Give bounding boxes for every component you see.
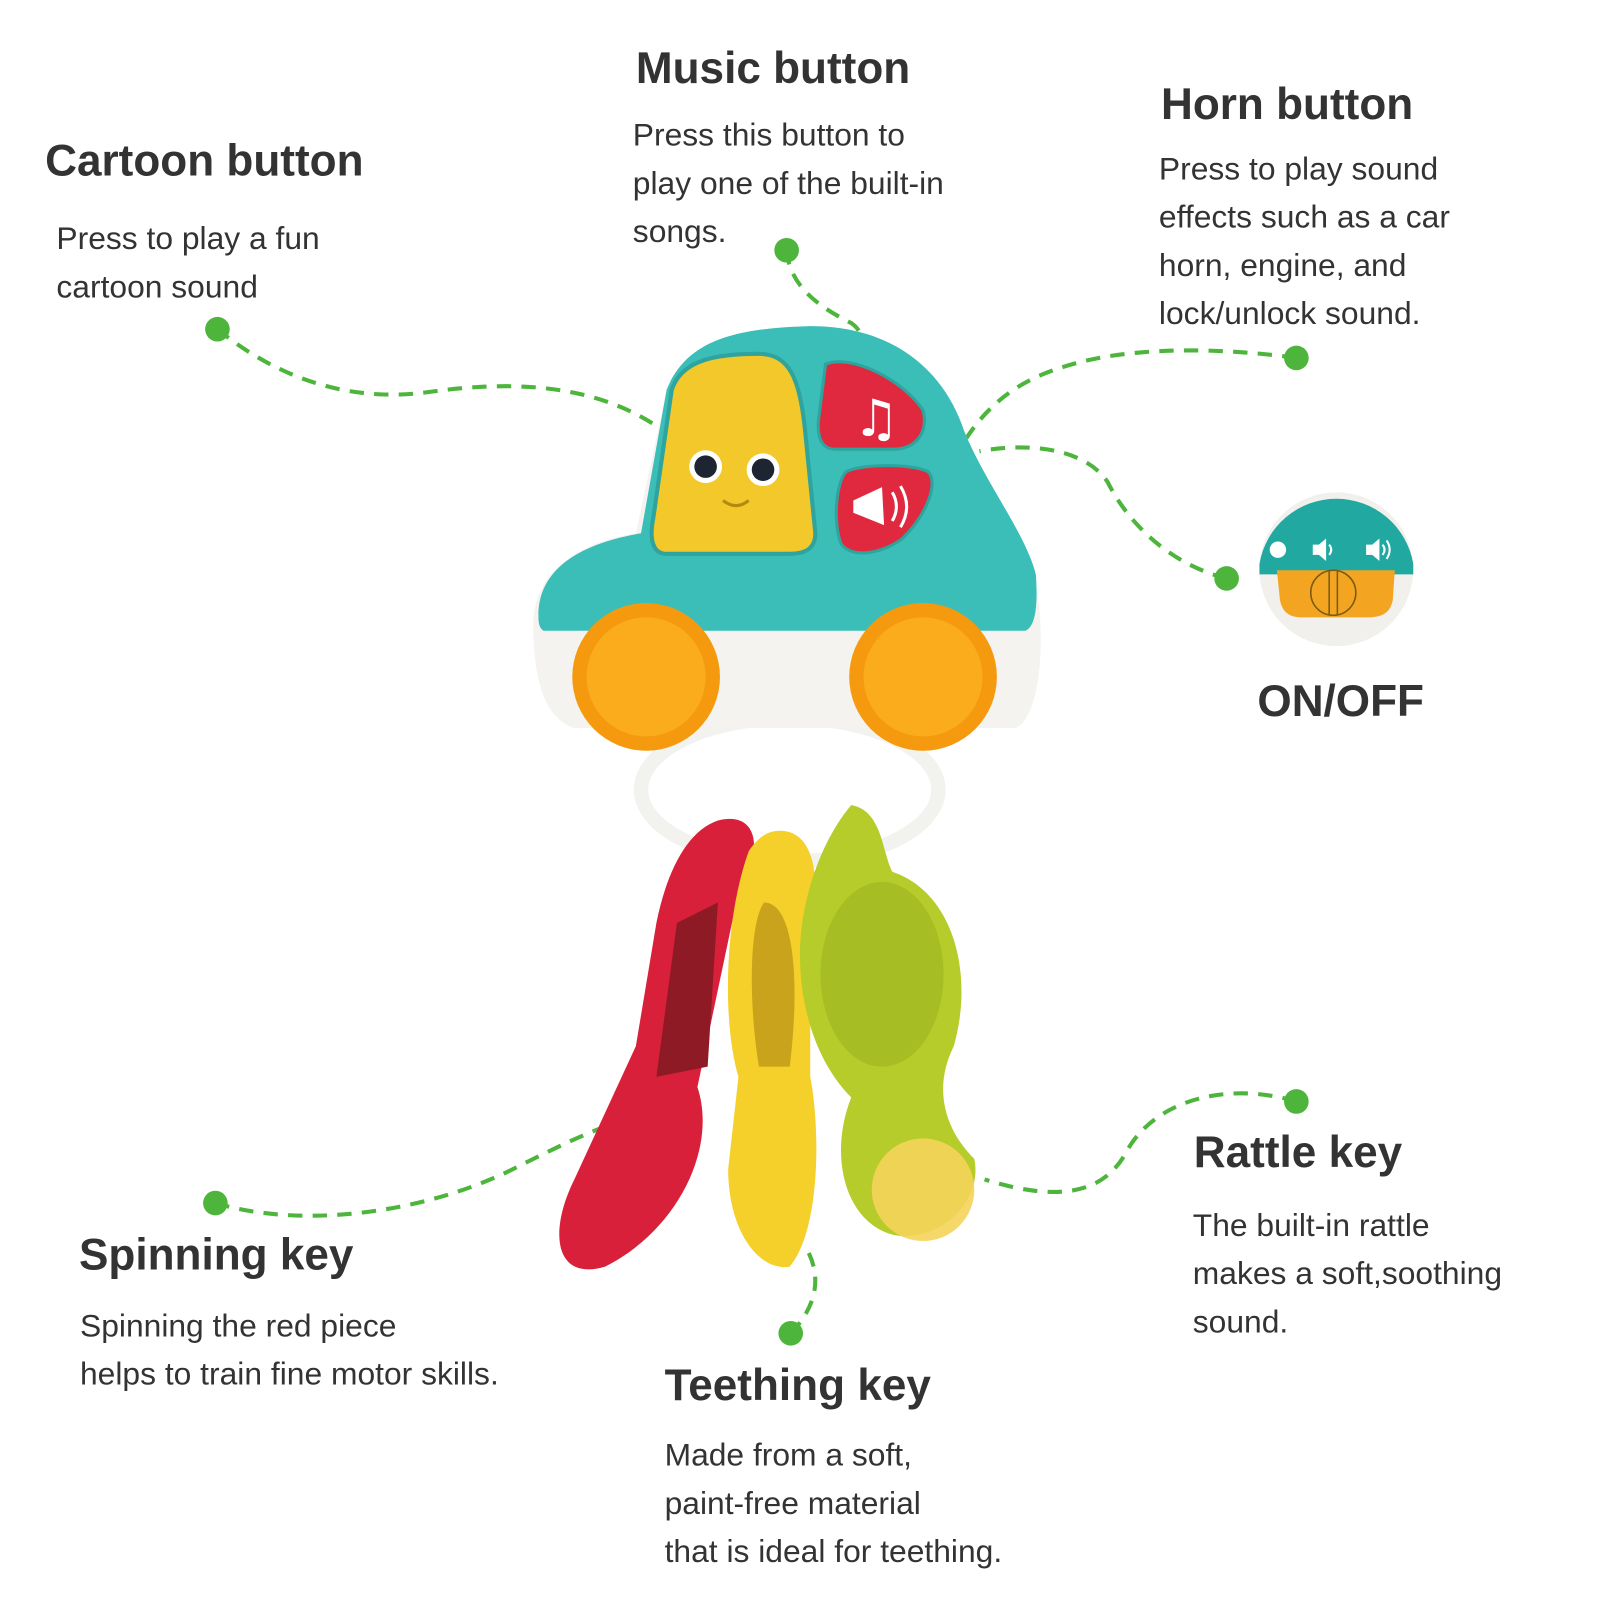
leader-music bbox=[784, 250, 871, 395]
spinning-key-red bbox=[559, 818, 755, 1270]
desc-line: sound. bbox=[1192, 1303, 1289, 1340]
leader-cartoon bbox=[216, 327, 679, 443]
desc-line: Made from a soft, bbox=[664, 1436, 912, 1473]
rattle-key-green bbox=[799, 805, 976, 1241]
spinning-description: Spinning the red piece helps to train fi… bbox=[80, 1301, 499, 1397]
music-title: Music button bbox=[635, 44, 911, 94]
desc-line: paint-free material bbox=[664, 1485, 921, 1521]
volume-low-icon bbox=[1312, 538, 1327, 562]
dot-music bbox=[774, 237, 799, 263]
cartoon-title: Cartoon button bbox=[45, 136, 364, 186]
teething-key-yellow bbox=[727, 830, 817, 1268]
desc-line: Press to play sound bbox=[1158, 150, 1439, 187]
desc-line: Press to play a fun bbox=[56, 220, 320, 257]
desc-line: makes a soft,soothing bbox=[1192, 1255, 1503, 1292]
desc-line: The built-in rattle bbox=[1192, 1207, 1430, 1244]
music-note-icon: ♫ bbox=[853, 389, 899, 449]
leader-onoff bbox=[979, 445, 1228, 581]
dot-teething bbox=[778, 1320, 804, 1346]
desc-line: effects such as a car bbox=[1158, 198, 1450, 235]
desc-line: play one of the built-in bbox=[632, 165, 944, 202]
off-indicator-icon bbox=[1269, 541, 1287, 558]
leader-spinning bbox=[214, 1121, 617, 1218]
dot-cartoon bbox=[205, 316, 230, 342]
music-description: Press this button to play one of the bui… bbox=[633, 111, 944, 256]
leader-horn bbox=[936, 348, 1297, 494]
rattle-ball bbox=[871, 1138, 975, 1241]
desc-line: that is ideal for teething. bbox=[664, 1533, 1003, 1570]
onoff-label: ON/OFF bbox=[1257, 676, 1424, 727]
dot-rattle bbox=[1284, 1089, 1309, 1114]
music-button bbox=[816, 360, 926, 451]
desc-line: Press this button to bbox=[632, 116, 905, 153]
desc-line: songs. bbox=[632, 213, 727, 250]
desc-line: helps to train fine motor skills. bbox=[79, 1355, 499, 1392]
desc-line: Spinning the red piece bbox=[79, 1307, 397, 1344]
dot-onoff bbox=[1214, 566, 1239, 591]
leader-teething bbox=[789, 1245, 818, 1335]
leader-rattle bbox=[983, 1091, 1297, 1194]
spinning-title: Spinning key bbox=[78, 1230, 354, 1280]
volume-high-icon bbox=[1366, 538, 1380, 562]
rattle-description: The built-in rattle makes a soft,soothin… bbox=[1193, 1201, 1502, 1346]
rattle-title: Rattle key bbox=[1193, 1128, 1403, 1178]
desc-line: cartoon sound bbox=[56, 268, 258, 305]
car-body: ♫ bbox=[533, 326, 1041, 751]
cartoon-button bbox=[649, 351, 818, 556]
megaphone-icon bbox=[853, 487, 885, 526]
horn-button bbox=[834, 464, 934, 555]
cartoon-description: Press to play a fun cartoon sound bbox=[56, 214, 319, 310]
onoff-switch-illustration bbox=[1253, 486, 1420, 653]
desc-line: horn, engine, and bbox=[1158, 247, 1407, 284]
dot-spinning bbox=[203, 1190, 228, 1216]
teething-description: Made from a soft, paint-free material th… bbox=[665, 1431, 1003, 1576]
teething-title: Teething key bbox=[664, 1360, 931, 1411]
desc-line: lock/unlock sound. bbox=[1158, 295, 1421, 332]
dot-horn bbox=[1284, 345, 1309, 371]
horn-description: Press to play sound effects such as a ca… bbox=[1159, 145, 1450, 338]
horn-title: Horn button bbox=[1160, 79, 1414, 130]
